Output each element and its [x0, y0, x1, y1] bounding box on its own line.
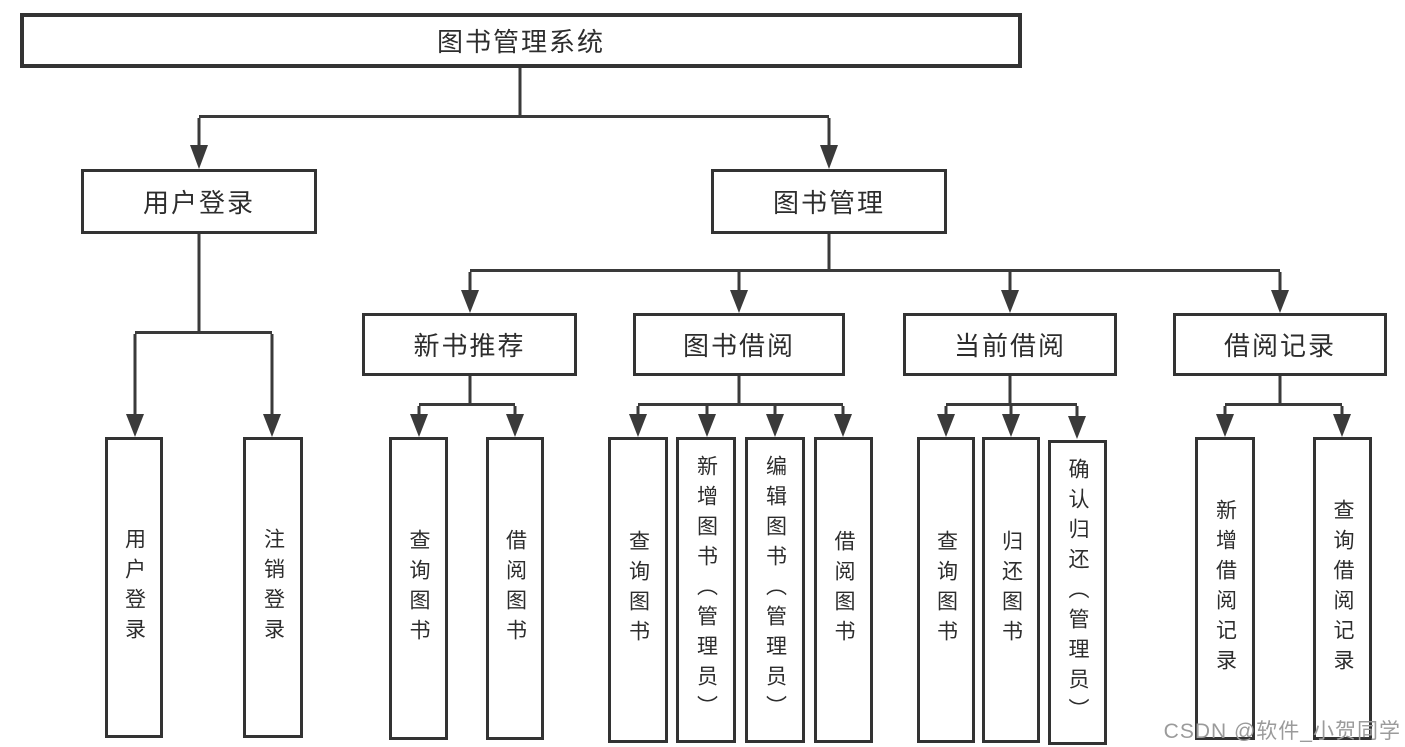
node-borrow-records: 借阅记录: [1173, 313, 1387, 376]
leaf-label: 借阅图书: [503, 528, 527, 649]
leaf-label: 查询图书: [407, 528, 430, 649]
leaf-add-borrow-record: 新增借阅记录: [1195, 437, 1255, 740]
leaf-logout: 注销登录: [243, 437, 303, 738]
leaf-label: 新增借阅记录: [1213, 498, 1237, 679]
leaf-label: 用户登录: [122, 527, 146, 648]
node-book-management: 图书管理: [711, 169, 947, 234]
leaf-label: 借阅图书: [832, 530, 855, 650]
leaf-query-books-current: 查询图书: [917, 437, 975, 743]
leaf-edit-book-admin: 编辑图书（管理员）: [745, 437, 805, 743]
leaf-label: 新增图书（管理员）: [694, 455, 718, 725]
leaf-label: 归还图书: [999, 530, 1023, 650]
node-new-book-recommend: 新书推荐: [362, 313, 577, 376]
leaf-query-books-recommend: 查询图书: [389, 437, 448, 740]
leaf-confirm-return-admin: 确认归还（管理员）: [1048, 440, 1107, 745]
csdn-watermark: CSDN @软件_小贺同学: [1163, 720, 1401, 743]
leaf-label: 查询图书: [626, 530, 650, 650]
leaf-label: 确认归还（管理员）: [1066, 457, 1089, 728]
leaf-borrow-books: 借阅图书: [814, 437, 873, 743]
leaf-label: 查询借阅记录: [1331, 498, 1354, 679]
leaf-query-books-borrow: 查询图书: [608, 437, 668, 743]
leaf-label: 编辑图书（管理员）: [763, 455, 787, 725]
node-root-library-management-system: 图书管理系统: [20, 13, 1022, 68]
leaf-user-login: 用户登录: [105, 437, 163, 738]
leaf-borrow-books-recommend: 借阅图书: [486, 437, 544, 740]
leaf-return-books: 归还图书: [982, 437, 1040, 743]
leaf-label: 注销登录: [261, 527, 285, 648]
leaf-add-book-admin: 新增图书（管理员）: [676, 437, 736, 743]
node-current-borrow: 当前借阅: [903, 313, 1117, 376]
leaf-label: 查询图书: [934, 530, 958, 650]
node-book-borrow: 图书借阅: [633, 313, 845, 376]
leaf-query-borrow-record: 查询借阅记录: [1313, 437, 1372, 740]
node-user-login: 用户登录: [81, 169, 317, 234]
